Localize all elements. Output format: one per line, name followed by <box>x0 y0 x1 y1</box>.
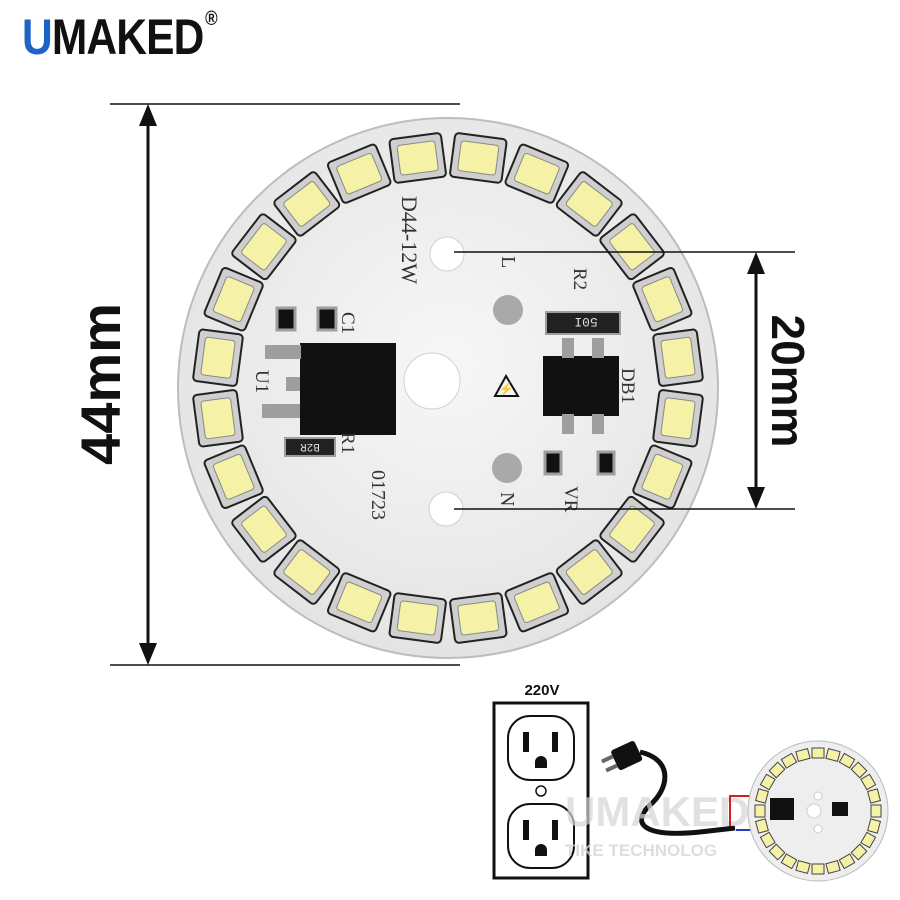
center-hole <box>403 352 461 410</box>
power-cord <box>639 749 736 836</box>
led-chip <box>632 444 693 509</box>
led-chip <box>388 132 447 184</box>
mini-led-chip <box>850 843 868 861</box>
led-chip <box>388 592 447 644</box>
label-u1: U1 <box>251 370 272 393</box>
mini-led-chip <box>780 853 798 870</box>
label-l: L <box>497 256 519 268</box>
led-board: B2R 50I ⚡ D44-12W 01723 L N R2 C1 U1 R1 … <box>177 117 719 659</box>
led-ring <box>192 132 704 644</box>
led-chip <box>504 143 569 204</box>
ic-u1-tab <box>265 345 301 359</box>
mini-led-chip <box>860 831 877 849</box>
led-chip <box>555 539 623 605</box>
led-chip <box>203 444 264 509</box>
outlet-socket-top <box>507 715 575 781</box>
bridge-db1 <box>543 356 619 416</box>
mini-led-chip <box>850 761 868 779</box>
voltage-label: 220V <box>524 682 559 699</box>
led-chip <box>599 495 665 563</box>
model-label: D44-12W <box>397 196 422 284</box>
resistor-r2 <box>545 311 621 335</box>
mini-led-chip <box>754 804 766 818</box>
label-r1: R1 <box>337 432 358 454</box>
brand-logo-rest: MAKED <box>51 9 204 65</box>
solder-pad-n <box>492 453 522 483</box>
led-chip <box>449 592 508 644</box>
label-n: N <box>496 492 518 506</box>
mini-led-chip <box>759 773 776 791</box>
label-c1: C1 <box>337 312 358 334</box>
power-plug <box>601 741 643 773</box>
mini-led-chip <box>754 818 769 834</box>
mini-led-chip <box>795 747 811 762</box>
led-chip <box>599 213 665 281</box>
mini-led-chip <box>867 818 882 834</box>
svg-text:⚡: ⚡ <box>499 382 514 396</box>
watermark-sub: TIKE TECHNOLOG <box>565 841 717 860</box>
led-chip <box>652 328 704 387</box>
led-chip <box>192 389 244 448</box>
led-chip <box>231 495 297 563</box>
led-chip <box>555 171 623 237</box>
led-chip <box>203 267 264 332</box>
mini-led-chip <box>825 860 841 875</box>
led-chip <box>632 267 693 332</box>
diameter-dimension: 44mm <box>69 103 460 666</box>
ic-u1 <box>300 343 396 435</box>
mini-led-chip <box>754 788 769 804</box>
mini-led-chip <box>811 863 825 875</box>
mini-led-chip <box>768 761 786 779</box>
warning-icon <box>493 373 520 397</box>
mini-led-chip <box>838 853 856 870</box>
label-vr: VR <box>560 486 581 513</box>
mini-led-chip <box>795 860 811 875</box>
resistor-r1-code: B2R <box>300 440 320 452</box>
led-chip <box>231 213 297 281</box>
solder-pad-l <box>493 295 523 325</box>
hole-spacing-dimension: 20mm <box>454 251 814 510</box>
diameter-label: 44mm <box>69 303 132 465</box>
label-db1: DB1 <box>617 368 638 404</box>
mini-led-chip <box>838 752 856 769</box>
resistor-r2-code: 50I <box>574 314 597 329</box>
led-chip <box>504 572 569 633</box>
mount-hole-l <box>429 236 465 272</box>
registered-mark: ® <box>205 8 218 30</box>
mini-led-chip <box>768 843 786 861</box>
led-chip <box>273 171 341 237</box>
code-label: 01723 <box>367 470 389 520</box>
led-chip <box>652 389 704 448</box>
mini-led-chip <box>825 747 841 762</box>
hole-spacing-label: 20mm <box>762 315 814 448</box>
mini-led-chip <box>867 788 882 804</box>
wiring-diagram: 220V UMAKED TIKE TECHNOLOG <box>492 682 889 882</box>
mini-led-chip <box>780 752 798 769</box>
mini-led-board <box>747 740 889 882</box>
mini-led-chip <box>811 747 825 759</box>
label-r2: R2 <box>569 268 590 290</box>
led-chip <box>192 328 244 387</box>
mini-led-chip <box>870 804 882 818</box>
watermark: UMAKED <box>565 788 749 835</box>
brand-logo-first-letter: U <box>22 9 53 65</box>
mini-led-chip <box>860 773 877 791</box>
led-chip <box>449 132 508 184</box>
led-chip <box>327 143 392 204</box>
mini-led-chip <box>759 831 776 849</box>
brand-logo: UMAKED® <box>22 8 218 66</box>
led-chip <box>327 572 392 633</box>
plate-screw <box>535 785 547 797</box>
resistor-r1 <box>284 437 336 457</box>
led-chip <box>273 539 341 605</box>
